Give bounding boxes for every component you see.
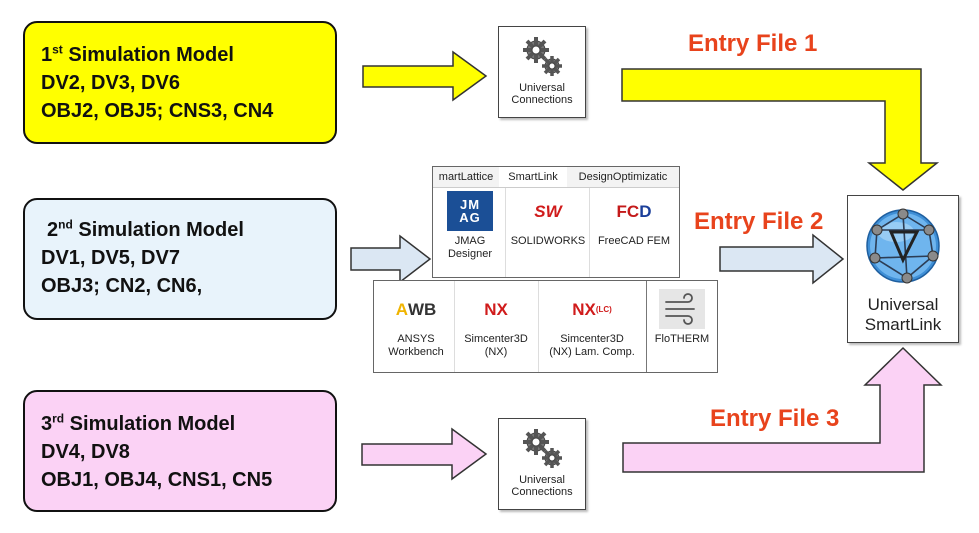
arrow-entry-file-2 [719,233,845,285]
arrow-model1-to-connections [362,50,488,102]
universal-smartlink-label-2: SmartLink [864,315,942,334]
smartlink-ribbon-panel: martLattice SmartLink DesignOptimizatic … [432,166,680,278]
entry-file-2-label: Entry File 2 [694,208,824,235]
tool-simcenter3d-lam-comp[interactable]: NX(LC) Simcenter3D (NX) Lam. Comp. [540,289,644,359]
tool-solidworks[interactable]: SW SOLIDWORKS [507,191,589,248]
universal-smartlink-label-1: Universal [867,295,939,314]
universal-connections-top[interactable]: Universal Connections [498,26,586,118]
model-1-objectives: OBJ2, OBJ5; CNS3, CN4 [41,100,274,122]
model-3-objectives: OBJ1, OBJ4, CNS1, CN5 [41,469,273,491]
universal-connections-label-2: Connections [511,486,573,498]
nx-icon: NX [484,299,508,319]
universal-connections-label-1: Universal [519,82,565,94]
universal-connections-bottom[interactable]: Universal Connections [498,418,586,510]
entry-file-1-label: Entry File 1 [688,30,818,57]
universal-connections-label-1: Universal [519,474,565,486]
tab-smartlink[interactable]: SmartLink [499,167,568,187]
smartlink-network-icon [866,208,940,284]
tab-smartlattice[interactable]: martLattice [433,167,500,187]
gears-icon [523,37,562,76]
simulation-model-3: 3rd Simulation Model DV4, DV8 OBJ1, OBJ4… [23,390,337,512]
simulation-model-1: 1st Simulation Model DV2, DV3, DV6 OBJ2,… [23,21,337,144]
model-3-design-variables: DV4, DV8 [41,441,130,463]
universal-smartlink[interactable]: Universal SmartLink [847,195,959,343]
tool-flotherm[interactable]: FloTHERM [650,289,714,346]
arrow-entry-file-3 [622,346,943,473]
gears-icon [523,429,562,468]
model-2-objectives: OBJ3; CN2, CN6, [41,275,203,297]
arrow-model2-to-tools [350,234,432,284]
tool-simcenter3d-nx[interactable]: NX Simcenter3D (NX) [456,289,536,359]
model-3-title: 3rd Simulation Model [41,411,236,435]
model-1-title: 1st Simulation Model [41,42,234,66]
universal-connections-label-2: Connections [511,94,573,106]
wind-icon [659,289,705,329]
entry-file-3-label: Entry File 3 [710,405,840,432]
arrow-entry-file-1 [621,68,940,191]
arrow-model3-to-connections [361,427,488,481]
model-1-design-variables: DV2, DV3, DV6 [41,72,180,94]
simulation-model-2: 2nd Simulation Model DV1, DV5, DV7 OBJ3;… [23,198,337,320]
solidworks-icon: SW [534,201,562,221]
tab-design-optimization[interactable]: DesignOptimizatic [567,167,679,187]
nx-lc-icon: NX(LC) [572,299,612,319]
model-2-title: 2nd Simulation Model [47,217,244,241]
model-2-design-variables: DV1, DV5, DV7 [41,247,180,269]
